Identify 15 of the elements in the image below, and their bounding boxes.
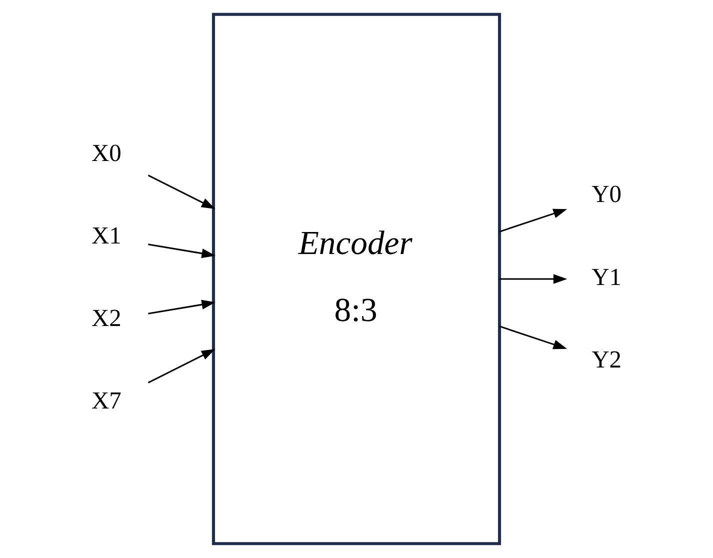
node-text: X0	[91, 140, 122, 167]
arrow	[148, 244, 216, 258]
node-text: Y2	[592, 346, 622, 374]
node-text: X7	[91, 388, 122, 415]
arrow	[148, 300, 216, 314]
arrow	[148, 349, 216, 384]
node-text: Y1	[592, 264, 622, 291]
arrow	[148, 174, 216, 209]
node-box: Encoder 8:3	[212, 12, 502, 546]
arrow	[499, 326, 568, 350]
arrow	[500, 274, 568, 284]
node-text: X1	[91, 222, 122, 250]
arrow	[499, 208, 568, 232]
node-text: X2	[91, 305, 122, 332]
node-text: Y0	[592, 181, 622, 208]
